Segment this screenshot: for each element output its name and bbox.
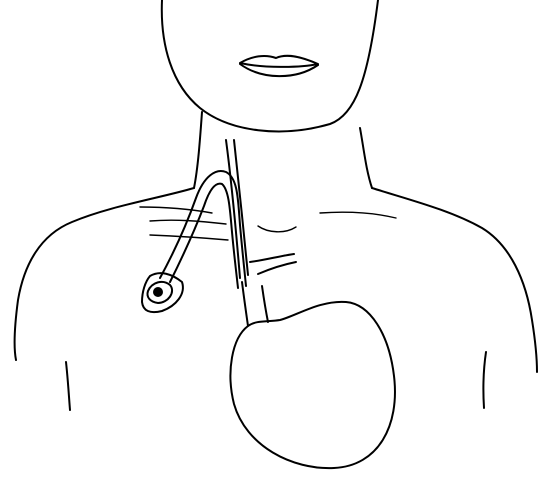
- heart-outline: [230, 302, 394, 468]
- port-septum-center: [153, 287, 163, 297]
- brachiocephalic-branch-lower: [258, 262, 296, 274]
- superior-vena-cava-left: [242, 282, 248, 326]
- collarbone-right: [320, 212, 396, 218]
- brachiocephalic-branch: [250, 254, 294, 262]
- right-arm-line: [483, 352, 486, 408]
- implanted-port: [142, 273, 183, 312]
- left-arm-line: [66, 362, 70, 410]
- jugular-vein-right: [234, 140, 248, 275]
- lips: [240, 56, 318, 76]
- superior-vena-cava-right: [262, 286, 268, 322]
- upper-lip: [240, 56, 318, 67]
- right-shoulder: [372, 188, 537, 372]
- catheter-outer: [160, 171, 246, 286]
- sternal-notch: [258, 226, 296, 232]
- clavicle-line-lower: [150, 235, 228, 240]
- neck-left-line: [194, 112, 202, 188]
- neck-right-line: [360, 128, 372, 188]
